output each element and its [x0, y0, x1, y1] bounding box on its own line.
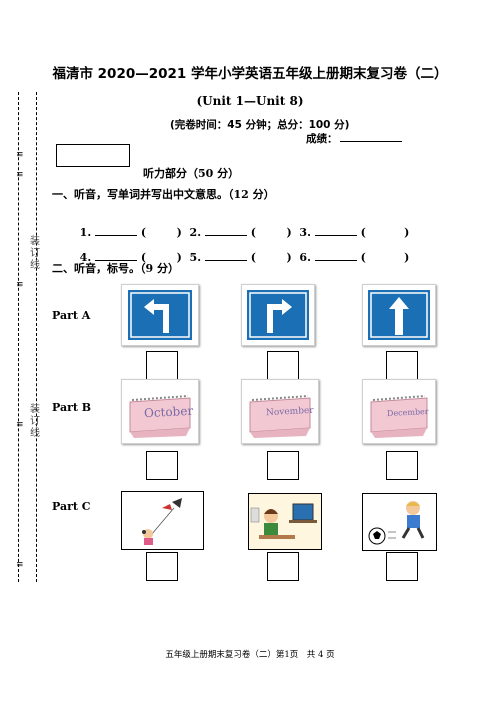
section1-title: 一、听音，写单词并写出中文意思。（12 分）	[52, 188, 275, 201]
calendar-december-card: December	[362, 379, 436, 444]
part-b-label: Part B	[52, 401, 92, 414]
calendar-icon	[249, 395, 311, 438]
calendar-icon	[129, 395, 191, 438]
binding-line-outer	[18, 92, 19, 582]
answer-box[interactable]	[146, 351, 178, 380]
score-box[interactable]	[56, 144, 130, 167]
item-number: 5.	[189, 251, 202, 264]
score-blank[interactable]	[339, 131, 402, 142]
kite-icon	[142, 498, 182, 545]
answer-box[interactable]	[267, 351, 299, 380]
go-straight-sign-card	[362, 284, 436, 346]
score-label-text: 成绩：	[306, 133, 338, 145]
margin-mark: ≡	[16, 170, 24, 180]
listening-title: 听力部分（50 分）	[143, 167, 240, 180]
part-c-label: Part C	[52, 500, 91, 513]
item-number: 1.	[79, 226, 92, 239]
answer-blank[interactable]	[95, 226, 137, 236]
answer-box[interactable]	[386, 351, 418, 380]
binding-text: 装订线	[30, 236, 40, 271]
margin-mark: ≡	[16, 560, 24, 570]
unit-range: (Unit 1—Unit 8)	[196, 94, 304, 108]
part-a-label: Part A	[52, 309, 91, 322]
binding-text: 装订线	[30, 404, 40, 439]
page-title: 福清市 2020—2021 学年小学英语五年级上册期末复习卷（二）	[52, 66, 448, 82]
calendar-november-card: November	[241, 379, 319, 444]
margin-mark: ≡	[16, 280, 24, 290]
item-number: 4.	[79, 251, 92, 264]
turn-right-sign-card	[241, 284, 315, 346]
answer-blank[interactable]	[95, 251, 137, 261]
score-label: 成绩：	[306, 131, 402, 146]
answer-box[interactable]	[267, 451, 299, 480]
margin-mark: ≡	[16, 420, 24, 430]
item-number: 2.	[189, 226, 202, 239]
answer-blank[interactable]	[204, 251, 247, 261]
answer-row-1: 1. ( ) 2. ( ) 3. ( )	[79, 226, 410, 239]
calendar-icon	[370, 395, 428, 438]
answer-box[interactable]	[386, 552, 418, 581]
turn-right-sign-icon	[247, 290, 309, 340]
time-info: (完卷时间：45 分钟；总分：100 分)	[170, 119, 350, 131]
answer-box[interactable]	[386, 451, 418, 480]
section2-title: 二、听音，标号。（9 分）	[52, 262, 179, 275]
page-footer: 五年级上册期末复习卷（二）第1页 共 4 页	[165, 650, 335, 660]
football-player-icon	[368, 501, 425, 545]
calendar-october-card: October	[121, 379, 199, 444]
answer-box[interactable]	[146, 552, 178, 581]
month-label-october: October	[143, 403, 194, 421]
item-number: 6.	[299, 251, 311, 264]
answer-box[interactable]	[146, 451, 178, 480]
turn-left-sign-icon	[128, 290, 192, 340]
item-number: 3.	[299, 226, 311, 239]
boy-at-desk-icon	[249, 494, 321, 549]
flying-kite-picture	[121, 491, 204, 550]
reading-boy-picture	[248, 493, 322, 550]
answer-blank[interactable]	[314, 251, 357, 261]
turn-left-sign-card	[121, 284, 199, 346]
answer-blank[interactable]	[204, 226, 247, 236]
playing-football-picture	[362, 493, 437, 551]
go-straight-sign-icon	[368, 290, 430, 340]
answer-blank[interactable]	[314, 226, 357, 236]
margin-mark: ≡	[16, 150, 24, 160]
binding-line-inner	[36, 92, 37, 582]
answer-row-2: 4. ( ) 5. ( ) 6. ( )	[79, 251, 410, 264]
answer-box[interactable]	[267, 552, 299, 581]
